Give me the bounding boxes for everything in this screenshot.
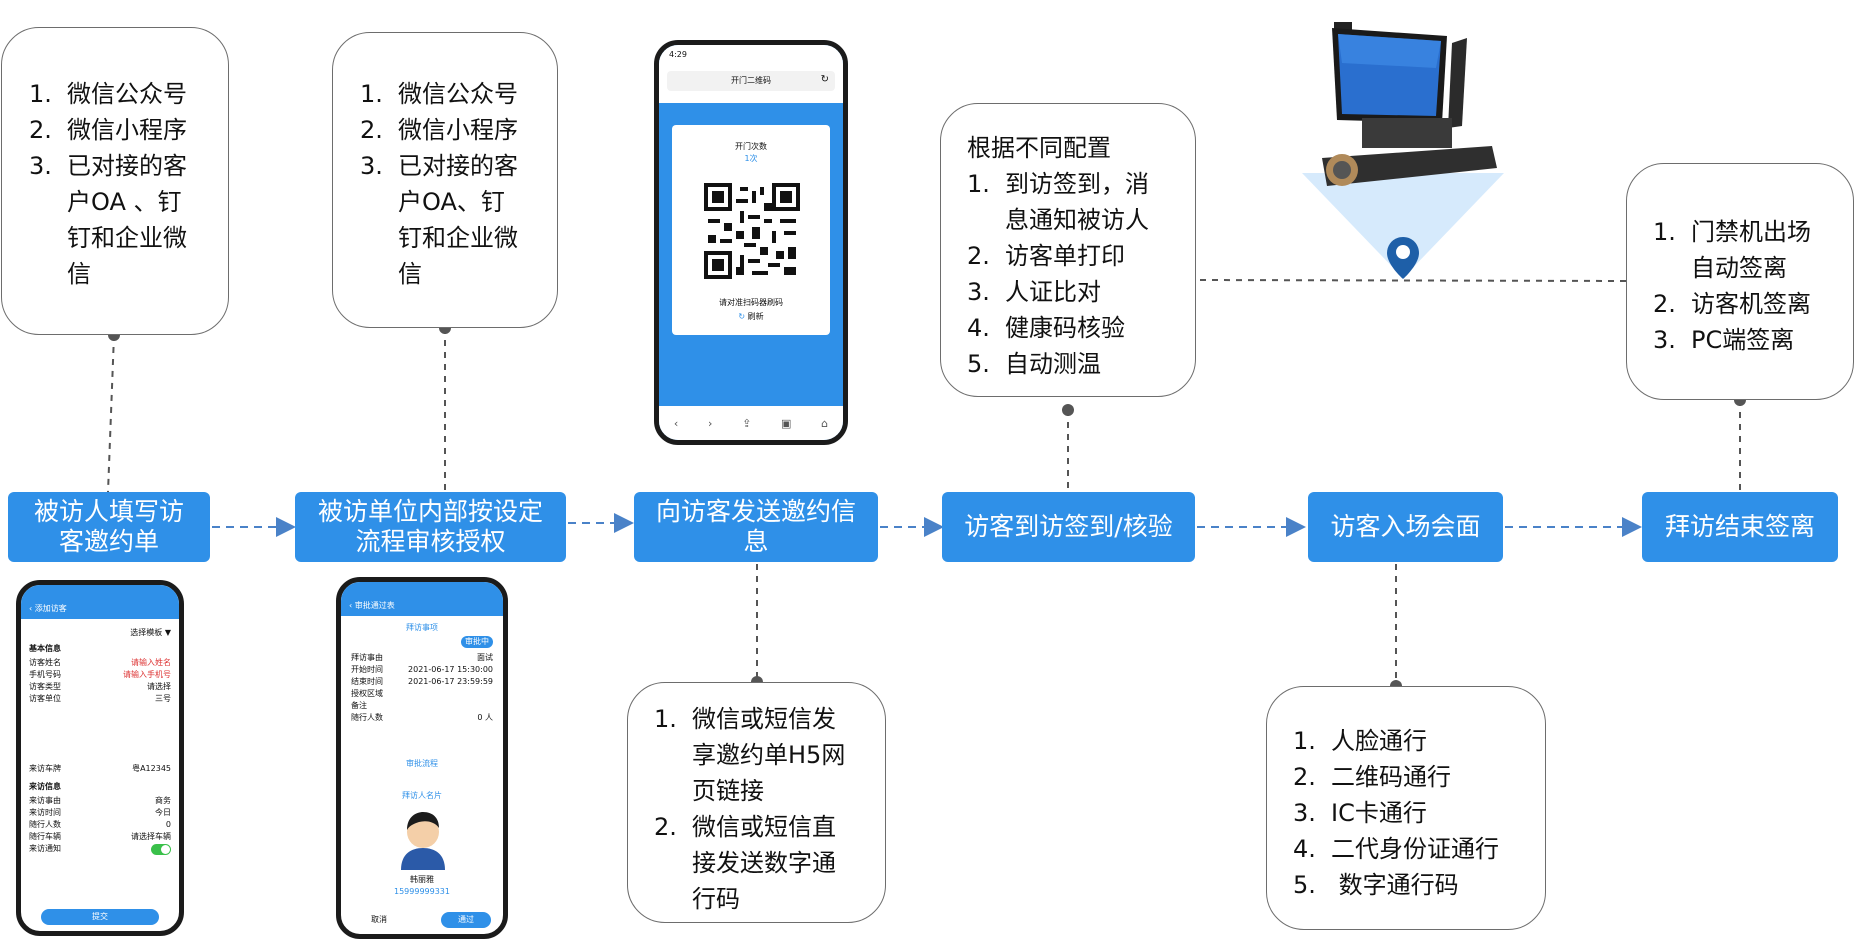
forward-icon[interactable]: › <box>707 416 713 430</box>
note-item: 3.IC卡通行 <box>1293 799 1427 827</box>
note-item: 3.已对接的客户OA 、钉钉和企业微信 <box>29 152 187 288</box>
submit-button[interactable]: 提交 <box>41 909 159 925</box>
form-row[interactable]: 访客单位三号 <box>29 694 171 703</box>
note-entry: 1.人脸通行 2.二维码通行 3.IC卡通行 4.二代身份证通行 5. 数字通行… <box>1266 686 1546 930</box>
note-heading: 根据不同配置 <box>967 134 1111 162</box>
refresh-icon: ↻ <box>738 312 746 321</box>
form-row[interactable]: 访客姓名请输入姓名 <box>29 658 171 667</box>
tabs-icon[interactable]: ▣ <box>780 416 792 430</box>
note-send: 1.微信或短信发享邀约单H5网页链接 2.微信或短信直接发送数字通行码 <box>627 682 886 923</box>
phone-qr-title: 开门二维码 <box>731 76 771 85</box>
location-pin-icon <box>1385 235 1421 281</box>
form-row[interactable]: 访客类型请选择 <box>29 682 171 691</box>
refresh-small-icon[interactable]: ↻ <box>820 74 829 85</box>
person-phone: 15999999331 <box>394 887 450 896</box>
note-item: 3.已对接的客户OA、钉钉和企业微信 <box>360 152 518 288</box>
qr-code-image <box>704 183 800 279</box>
form-header <box>21 585 179 619</box>
detail-row: 拜访事由面试 <box>351 653 493 662</box>
note-item: 1.人脸通行 <box>1293 727 1427 755</box>
step-approval: 被访单位内部按设定 流程审核授权 <box>295 492 566 562</box>
status-time: 4:29 <box>669 50 687 59</box>
note-item: 1.门禁机出场自动签离 <box>1653 218 1811 282</box>
note-item: 4.二代身份证通行 <box>1293 835 1499 863</box>
step-exit: 拜访结束签离 <box>1642 492 1838 562</box>
detail-row: 备注 <box>351 701 367 710</box>
notify-toggle[interactable] <box>151 843 171 855</box>
cancel-button[interactable]: 取消 <box>371 915 387 924</box>
phone-qr-code: 4:29 开门二维码 ↻ 开门次数 1次 <box>654 40 848 445</box>
form-rows-1: 访客姓名请输入姓名 手机号码请输入手机号 访客类型请选择 访客单位三号 <box>29 657 171 705</box>
connector-invite <box>107 334 115 493</box>
note-exit: 1.门禁机出场自动签离 2.访客机签离 3.PC端签离 <box>1626 163 1854 400</box>
flow-link[interactable]: 审批流程 <box>406 759 438 768</box>
note-item: 1.微信公众号 <box>29 80 187 108</box>
note-item: 5.自动测温 <box>967 350 1101 378</box>
note-item: 5. 数字通行码 <box>1293 871 1459 899</box>
kiosk-device-image <box>1302 8 1504 288</box>
note-item: 2.微信或短信直接发送数字通行码 <box>654 813 836 913</box>
form-row[interactable]: 来访车牌粤A12345 <box>29 764 171 773</box>
note-checkin: 根据不同配置 1.到访签到，消息通知被访人 2.访客单打印 3.人证比对 4.健… <box>940 103 1196 397</box>
share-icon[interactable]: ⇪ <box>742 416 752 430</box>
refresh-link[interactable]: ↻ 刷新 <box>738 312 764 321</box>
step-checkin: 访客到访签到/核验 <box>942 492 1195 562</box>
note-approval: 1.微信公众号 2.微信小程序 3.已对接的客户OA、钉钉和企业微信 <box>332 32 558 328</box>
form-row[interactable]: 随行车辆请选择车辆 <box>29 832 171 841</box>
note-item: 4.健康码核验 <box>967 314 1125 342</box>
note-item: 2.微信小程序 <box>29 116 187 144</box>
step-invite: 被访人填写访 客邀约单 <box>8 492 210 562</box>
form-row[interactable]: 手机号码请输入手机号 <box>29 670 171 679</box>
form-row[interactable]: 来访事由商务 <box>29 796 171 805</box>
note-item: 3.PC端签离 <box>1653 326 1795 354</box>
person-name: 韩丽雅 <box>410 875 434 884</box>
step-send: 向访客发送邀约信 息 <box>634 492 878 562</box>
note-item: 2.二维码通行 <box>1293 763 1451 791</box>
step-entry: 访客入场会面 <box>1308 492 1503 562</box>
note-item: 1.微信或短信发享邀约单H5网页链接 <box>654 705 846 805</box>
home-icon[interactable]: ⌂ <box>821 416 829 430</box>
phone-qr-titlebar <box>667 71 835 91</box>
approve-button[interactable]: 通过 <box>441 912 491 928</box>
qr-card: 开门次数 1次 <box>672 125 830 335</box>
note-invite: 1.微信公众号 2.微信小程序 3.已对接的客户OA 、钉钉和企业微信 <box>1 27 229 335</box>
form-row[interactable]: 来访时间今日 <box>29 808 171 817</box>
template-picker[interactable]: 选择模板 ▼ <box>130 628 171 637</box>
back-icon[interactable]: ‹ <box>673 416 679 430</box>
status-badge: 审批中 <box>461 636 493 648</box>
form-row[interactable]: 来访通知 <box>29 843 171 855</box>
note-item: 2.微信小程序 <box>360 116 518 144</box>
note-item: 2.访客单打印 <box>967 242 1125 270</box>
note-item: 1.微信公众号 <box>360 80 518 108</box>
detail-row: 授权区域 <box>351 689 383 698</box>
note-item: 1.到访签到，消息通知被访人 <box>967 170 1149 234</box>
phone-visitor-form: ‹ 添加访客 选择模板 ▼ 基本信息 访客姓名请输入姓名 手机号码请输入手机号 … <box>16 580 184 936</box>
note-item: 2.访客机签离 <box>1653 290 1811 318</box>
avatar <box>397 808 449 870</box>
note-item: 3.人证比对 <box>967 278 1101 306</box>
browser-toolbar: ‹ › ⇪ ▣ ⌂ <box>659 406 843 440</box>
